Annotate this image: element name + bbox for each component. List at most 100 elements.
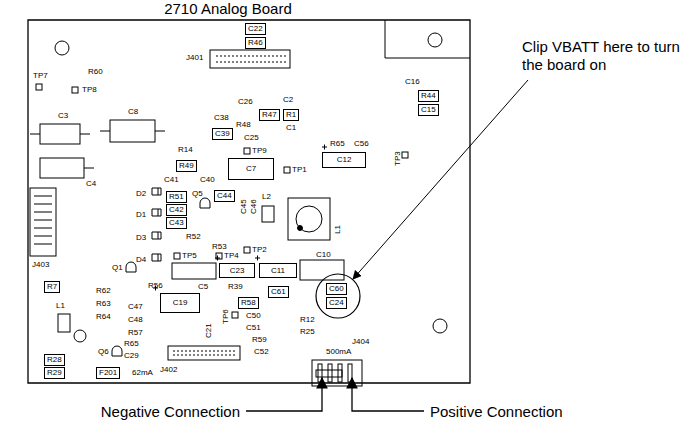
component-label: Q1 xyxy=(112,264,123,272)
component-label: C21 xyxy=(205,323,213,338)
transistor-symbol xyxy=(200,198,210,208)
component-label: C26 xyxy=(238,98,253,106)
component-label: C50 xyxy=(246,312,261,320)
component-box-label: R7 xyxy=(44,281,60,293)
component-label: D4 xyxy=(136,256,146,264)
mount-hole xyxy=(428,33,442,47)
capacitor-leads xyxy=(100,131,165,132)
component-label: C4 xyxy=(86,180,96,188)
component-label: R65 xyxy=(124,340,139,348)
inductor-body xyxy=(262,206,274,222)
diode-symbol xyxy=(152,209,161,216)
component-label: J404 xyxy=(352,338,369,346)
component-label: C51 xyxy=(246,324,261,332)
component-box-label: R29 xyxy=(44,367,65,379)
diode-symbol xyxy=(152,232,161,239)
component-box-label: C12 xyxy=(322,152,366,168)
test-point xyxy=(232,312,238,318)
component-box-label: R28 xyxy=(44,354,65,366)
callout-text: Positive Connection xyxy=(430,403,563,421)
component-label: C3 xyxy=(58,112,68,120)
component-label: TP6 xyxy=(222,309,230,324)
capacitor-body xyxy=(110,120,155,142)
component-box-label: C42 xyxy=(166,204,187,216)
component-label: R12 xyxy=(300,316,315,324)
component-box-label: C11 xyxy=(259,263,297,278)
component-box-label: R46 xyxy=(245,37,266,49)
component-box-label: C7 xyxy=(228,158,274,180)
component-label: Q5 xyxy=(192,190,203,198)
capacitor-body xyxy=(40,124,80,144)
component-label: TP8 xyxy=(82,86,97,94)
component-label: R57 xyxy=(128,329,143,337)
test-point xyxy=(402,152,408,158)
component-label: R59 xyxy=(252,336,267,344)
connector-pins xyxy=(34,196,52,244)
test-point xyxy=(284,167,290,173)
component-label: R62 xyxy=(96,287,111,295)
capacitor-leads xyxy=(30,134,90,135)
component-box-label: C19 xyxy=(160,293,200,313)
component-label: Q6 xyxy=(98,348,109,356)
connector-pin xyxy=(338,364,342,382)
component-label: C38 xyxy=(214,114,229,122)
component-label: TP3 xyxy=(394,151,402,166)
component-label: J403 xyxy=(32,261,49,269)
component-label: R56 xyxy=(148,282,163,290)
inductor-body xyxy=(288,198,330,240)
mount-hole xyxy=(433,319,447,333)
component-label: C8 xyxy=(128,108,138,116)
component-box-label: R44 xyxy=(418,90,439,102)
component-label: R14 xyxy=(178,146,193,154)
test-point xyxy=(244,247,250,253)
component-label: C5 xyxy=(198,283,208,291)
component-label: R53 xyxy=(212,243,227,251)
component-label: C40 xyxy=(200,176,215,184)
component-box-label: R49 xyxy=(176,160,197,172)
component-label: R25 xyxy=(300,328,315,336)
connector-j401 xyxy=(210,50,290,68)
component-label: C2 xyxy=(283,96,293,104)
negative-arrow xyxy=(246,378,322,411)
component-label: C45 xyxy=(240,199,248,214)
board-title: 2710 Analog Board xyxy=(164,1,292,18)
connector-j404 xyxy=(312,360,362,386)
connector-j403 xyxy=(30,188,56,256)
component-label: C29 xyxy=(124,352,139,360)
component-label: C52 xyxy=(254,348,269,356)
capacitor-body xyxy=(40,158,84,178)
component-label: J401 xyxy=(186,54,203,62)
component-label: TP2 xyxy=(252,246,267,254)
component-label: C1 xyxy=(286,124,296,132)
component-label: 500mA xyxy=(326,348,351,356)
test-point xyxy=(72,87,78,93)
component-box-label: C24 xyxy=(326,297,347,309)
component-box-label: R1 xyxy=(283,109,299,121)
connector-pins xyxy=(173,351,235,355)
component-label: D3 xyxy=(136,234,146,242)
component-label: C10 xyxy=(316,251,331,259)
board-tab xyxy=(385,20,470,58)
component-box-label: R51 xyxy=(166,191,187,203)
callout-text: Clip VBATT here to turn the board on xyxy=(522,38,694,74)
component-box-label: C61 xyxy=(268,286,289,298)
transistor-symbol xyxy=(112,346,122,356)
component-label: R48 xyxy=(236,121,251,129)
capacitor-leads xyxy=(84,168,94,169)
component-label: L2 xyxy=(262,193,271,201)
component-label: 62mA xyxy=(132,369,153,377)
component-box-label: R47 xyxy=(259,109,280,121)
component-label: TP5 xyxy=(182,252,197,260)
component-label: TP9 xyxy=(252,147,267,155)
component-box-label: C39 xyxy=(212,128,233,140)
test-point xyxy=(244,148,250,154)
component-label: C56 xyxy=(354,140,369,148)
positive-arrow xyxy=(352,378,424,411)
component-label: C47 xyxy=(128,303,143,311)
capacitor-body xyxy=(172,263,216,279)
component-label: R63 xyxy=(96,300,111,308)
component-label: L1 xyxy=(334,225,342,234)
inductor-core xyxy=(296,206,322,232)
component-box-label: R58 xyxy=(238,297,259,309)
mount-hole xyxy=(55,41,69,55)
